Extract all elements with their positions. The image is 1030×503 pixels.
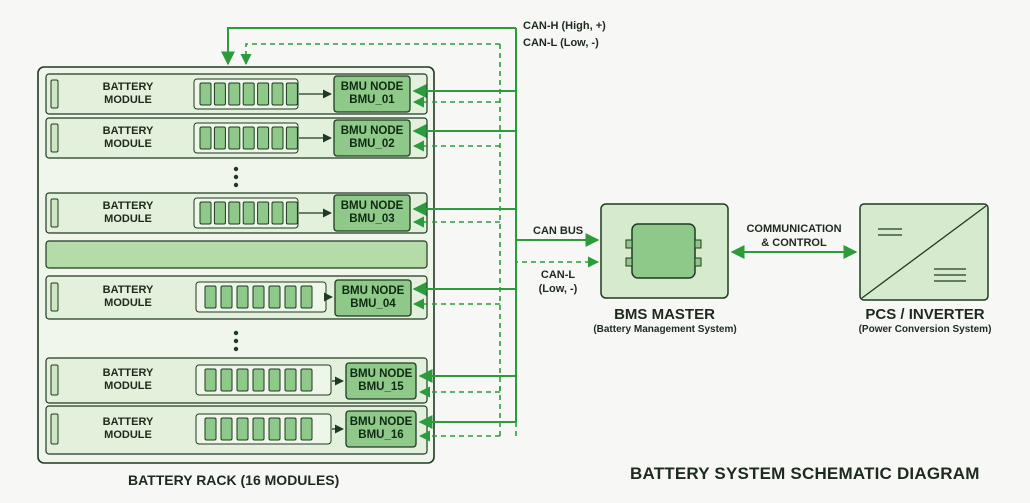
battery-cell bbox=[220, 368, 233, 392]
battery-cell bbox=[271, 82, 284, 106]
chip-icon bbox=[625, 223, 702, 279]
battery-cell bbox=[228, 201, 241, 225]
battery-cell bbox=[220, 417, 233, 441]
battery-cell bbox=[271, 126, 284, 150]
bms-master-subtitle: (Battery Management System) bbox=[593, 324, 737, 335]
battery-cell bbox=[252, 417, 265, 441]
communication-label: COMMUNICATION& CONTROL bbox=[746, 223, 842, 249]
battery-cell bbox=[300, 285, 313, 309]
battery-cell bbox=[204, 417, 217, 441]
battery-cell bbox=[199, 126, 212, 150]
battery-cell bbox=[285, 82, 298, 106]
battery-cell bbox=[285, 126, 298, 150]
battery-cell bbox=[300, 368, 313, 392]
can-l-label: CAN-L (Low, -) bbox=[523, 37, 599, 49]
battery-cell bbox=[213, 82, 226, 106]
battery-cell bbox=[220, 285, 233, 309]
battery-cell bbox=[213, 126, 226, 150]
battery-cell bbox=[284, 368, 297, 392]
pcs-inverter-subtitle: (Power Conversion System) bbox=[858, 324, 992, 335]
can-bus-label: CAN BUS bbox=[533, 225, 584, 237]
can-l-short-label: CAN-L(Low, -) bbox=[538, 269, 578, 295]
battery-cell bbox=[257, 82, 270, 106]
battery-cell bbox=[199, 201, 212, 225]
module-to-node-arrows bbox=[299, 89, 344, 434]
battery-cell bbox=[213, 201, 226, 225]
battery-cell bbox=[242, 201, 255, 225]
battery-cell bbox=[268, 285, 281, 309]
ellipsis-dots bbox=[233, 166, 239, 352]
can-h-label: CAN-H (High, +) bbox=[523, 20, 606, 32]
battery-rack-label: BATTERY RACK (16 MODULES) bbox=[128, 472, 340, 488]
battery-cell bbox=[252, 285, 265, 309]
battery-cell bbox=[284, 417, 297, 441]
battery-cell bbox=[268, 368, 281, 392]
battery-cell bbox=[284, 285, 297, 309]
battery-cell bbox=[236, 285, 249, 309]
pcs-inverter-title: PCS / INVERTER bbox=[865, 306, 985, 323]
battery-cell bbox=[285, 201, 298, 225]
battery-cell bbox=[300, 417, 313, 441]
battery-cell bbox=[204, 285, 217, 309]
battery-cell bbox=[252, 368, 265, 392]
battery-cell bbox=[271, 201, 284, 225]
battery-cell bbox=[268, 417, 281, 441]
battery-cell bbox=[257, 126, 270, 150]
battery-cell bbox=[228, 126, 241, 150]
inverter-icon bbox=[861, 205, 987, 299]
empty-slot-bar bbox=[45, 240, 428, 269]
battery-cell bbox=[242, 126, 255, 150]
bms-master-title: BMS MASTER bbox=[614, 306, 715, 323]
battery-cell bbox=[236, 368, 249, 392]
battery-cell bbox=[242, 82, 255, 106]
battery-cell bbox=[199, 82, 212, 106]
battery-cell bbox=[236, 417, 249, 441]
battery-cells bbox=[199, 82, 313, 441]
battery-cell bbox=[204, 368, 217, 392]
battery-cell bbox=[228, 82, 241, 106]
diagram-title: BATTERY SYSTEM SCHEMATIC DIAGRAM bbox=[630, 464, 980, 483]
battery-cell bbox=[257, 201, 270, 225]
